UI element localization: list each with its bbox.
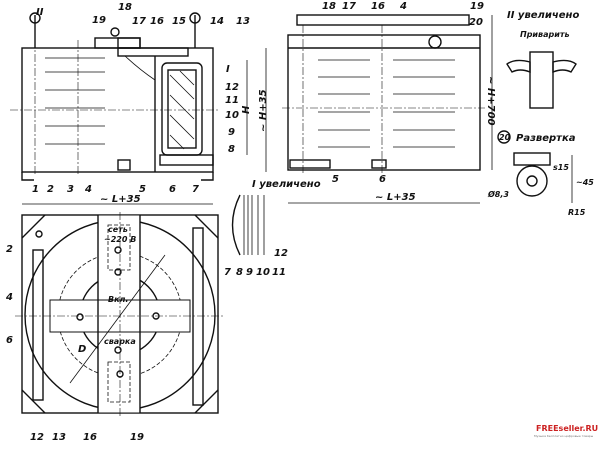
weld-note: Приварить (520, 30, 570, 39)
callout: 16 (150, 16, 164, 27)
dim-h700: ~ H+700 (485, 76, 496, 126)
callout: 10 (256, 267, 270, 278)
label-net: сеть (108, 225, 128, 234)
callout: 4 (399, 1, 407, 12)
detail-i-title: I увеличено (252, 179, 321, 190)
dim-h35: ~ H+35 (258, 89, 269, 132)
callout: 19 (130, 432, 144, 443)
callout: 9 (228, 127, 235, 138)
callout: 5 (139, 184, 146, 195)
side-view: 18 17 16 4 19 20 5 6 ~ H+700 ~ L+35 (282, 1, 496, 204)
dim-l35: ~ L+35 (100, 194, 141, 205)
hole-dia: Ø8,3 (487, 189, 509, 199)
callout: 6 (379, 174, 386, 185)
thickness: s15 (553, 163, 569, 172)
callout-i: I (226, 64, 230, 75)
width-dim: ~45 (576, 178, 594, 187)
detail-ii: II увеличено Приварить (506, 10, 579, 109)
watermark: FREEseller.RU Музыка бесплатно цифровые … (534, 424, 598, 438)
callout: 16 (371, 1, 385, 12)
detail-ii-title: II увеличено (507, 10, 579, 21)
dim-l35: ~ L+35 (375, 192, 416, 203)
dim-d: D (78, 344, 86, 355)
callout: 20 (469, 17, 483, 28)
label-on: Вкл. (108, 295, 128, 304)
callout: 19 (470, 1, 484, 12)
callout: 10 (225, 110, 239, 121)
callout: 7 (224, 267, 231, 278)
callout: 5 (332, 174, 339, 185)
detail-20: 20 Развертка s15 ~45 Ø8,3 R15 (487, 130, 594, 217)
watermark-tagline: Музыка бесплатно цифровые товары (534, 434, 594, 438)
callout: 11 (225, 95, 239, 106)
callout-ii: II (36, 7, 44, 18)
callout: 18 (322, 1, 336, 12)
detail-20-num: 20 (499, 133, 511, 142)
louvers (318, 59, 455, 148)
callout: 2 (47, 184, 54, 195)
callout: 11 (272, 267, 286, 278)
callout: 4 (84, 184, 92, 195)
detail-i: I увеличено 7 8 9 10 11 12 (224, 179, 321, 278)
radius: R15 (568, 208, 586, 217)
callout: 12 (225, 82, 239, 93)
front-view: II 19 18 17 16 15 14 13 I 12 11 10 9 8 1… (10, 2, 269, 205)
watermark-brand: FREEseller.RU (536, 424, 598, 433)
callout: 15 (172, 16, 186, 27)
callout: 13 (236, 16, 250, 27)
detail-20-title: Развертка (516, 133, 576, 144)
callout: 9 (246, 267, 253, 278)
callout: 1 (32, 184, 39, 195)
louvers (45, 57, 105, 145)
label-voltage: ~220 В (104, 235, 136, 244)
callout: 12 (274, 248, 288, 259)
callout: 7 (192, 184, 199, 195)
callout: 6 (6, 335, 13, 346)
callout: 8 (228, 144, 235, 155)
callout: 18 (118, 2, 132, 13)
dim-h: H (241, 105, 252, 114)
callout: 14 (210, 16, 224, 27)
callout: 6 (169, 184, 176, 195)
callout: 13 (52, 432, 66, 443)
callout: 19 (92, 15, 106, 26)
callout: 2 (6, 244, 13, 255)
label-weld: сварка (104, 337, 136, 346)
callout: 17 (132, 16, 146, 27)
callout: 17 (342, 1, 356, 12)
callout: 8 (236, 267, 243, 278)
plan-view: сеть ~220 В Вкл. сварка D 2 4 6 12 13 16… (5, 212, 225, 443)
callout: 3 (67, 184, 74, 195)
callout: 12 (30, 432, 44, 443)
callout: 16 (83, 432, 97, 443)
callout: 4 (5, 292, 13, 303)
